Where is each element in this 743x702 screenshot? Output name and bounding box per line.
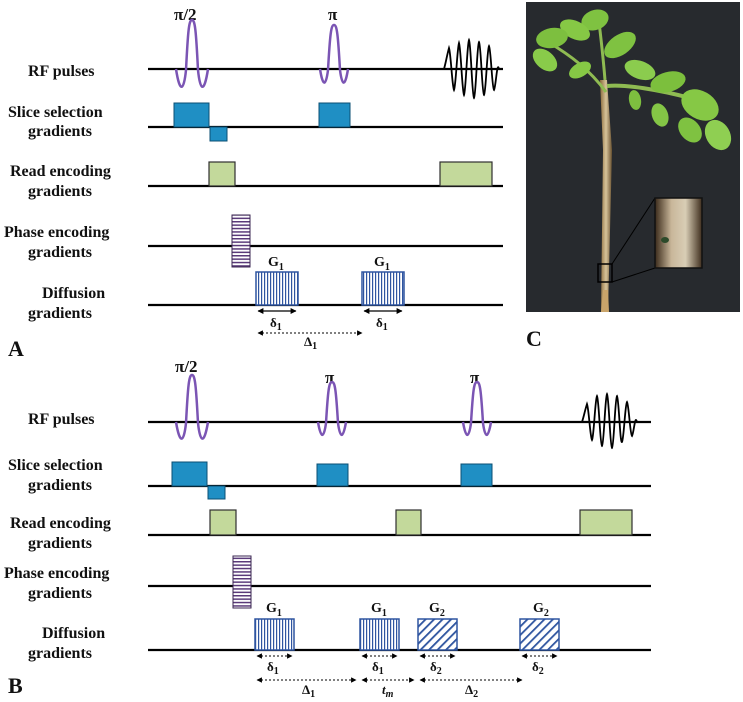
gradient-label-g1-a: G1 xyxy=(268,255,284,273)
b-big-delta2-label: Δ2 xyxy=(465,682,478,700)
b-echo-signal xyxy=(581,391,638,450)
b-slice-refocus-gradient xyxy=(207,485,226,500)
b-pulse-label-pi-1: π xyxy=(325,368,335,387)
diffusion-gradient-2 xyxy=(361,271,405,306)
b-slice-gradient-180-2 xyxy=(460,463,493,487)
read-prephase-gradient xyxy=(208,161,236,187)
b-diffusion-gradient-1 xyxy=(254,618,295,651)
zoom-marker xyxy=(597,263,613,283)
slice-gradient-90 xyxy=(173,102,210,128)
pulse-label-pi: π xyxy=(328,5,338,24)
b-gradient-label-g2-b: G2 xyxy=(533,601,549,619)
b-gradient-label-g2-a: G2 xyxy=(429,601,445,619)
row-label-phase-line2: gradients xyxy=(28,244,92,261)
row-label-slice-line1: Slice selection xyxy=(8,104,103,121)
b-delta1-label-b: δ1 xyxy=(372,659,384,677)
b-gradient-label-g1-a: G1 xyxy=(266,601,282,619)
b-gradient-label-g1-b: G1 xyxy=(371,601,387,619)
panel-letter-a: A xyxy=(8,336,24,361)
b-read-prephase-gradient xyxy=(209,509,237,536)
plant-stem xyxy=(600,80,612,312)
rf-pulse-180 xyxy=(318,23,350,84)
b-read-crusher-gradient xyxy=(395,509,422,536)
diffusion-gradient-1 xyxy=(255,271,299,306)
row-label-diffusion-line1: Diffusion xyxy=(42,285,105,302)
b-row-label-diffusion-line2: gradients xyxy=(28,645,92,662)
plant-photo xyxy=(526,2,740,312)
row-label-diffusion-line2: gradients xyxy=(28,305,92,322)
b-diffusion-gradient-3 xyxy=(417,618,458,651)
b-diffusion-gradient-2 xyxy=(359,618,400,651)
panel-a: RF pulses Slice selection gradients Read… xyxy=(4,5,503,361)
delta1-label-a: δ1 xyxy=(270,315,282,333)
b-rf-pulse-180-2 xyxy=(461,380,493,437)
b-diffusion-gradient-4 xyxy=(519,618,560,651)
read-gradient xyxy=(439,161,493,187)
b-pulse-label-pi-2: π xyxy=(470,368,480,387)
b-delta1-label-a: δ1 xyxy=(267,659,279,677)
b-pulse-label-pi-half: π/2 xyxy=(175,357,198,376)
delta1-label-b: δ1 xyxy=(376,315,388,333)
b-row-label-rf-pulses: RF pulses xyxy=(28,411,95,428)
b-row-label-read-line1: Read encoding xyxy=(10,515,111,532)
b-row-label-slice-line1: Slice selection xyxy=(8,457,103,474)
b-row-label-phase-line2: gradients xyxy=(28,585,92,602)
b-delta2-label-a: δ2 xyxy=(430,659,442,677)
rf-pulse-90 xyxy=(174,18,210,88)
b-rf-pulse-90 xyxy=(174,373,210,440)
b-delta2-label-b: δ2 xyxy=(532,659,544,677)
panel-letter-c: C xyxy=(526,326,542,351)
b-slice-gradient-180-1 xyxy=(316,463,349,487)
b-slice-gradient-90 xyxy=(171,461,208,487)
b-big-delta1-label: Δ1 xyxy=(302,682,315,700)
row-label-phase-line1: Phase encoding xyxy=(4,224,109,241)
b-row-label-read-line2: gradients xyxy=(28,535,92,552)
stem-inset xyxy=(654,197,703,269)
row-label-slice-line2: gradients xyxy=(28,123,92,140)
row-label-rf-pulses: RF pulses xyxy=(28,63,95,80)
row-label-read-line2: gradients xyxy=(28,183,92,200)
b-row-label-diffusion-line1: Diffusion xyxy=(42,625,105,642)
b-tm-label: tm xyxy=(382,682,394,700)
echo-signal xyxy=(443,37,500,100)
slice-refocus-gradient xyxy=(209,126,228,142)
big-delta1-label: Δ1 xyxy=(304,334,317,352)
phase-gradient xyxy=(231,214,251,268)
b-row-label-phase-line1: Phase encoding xyxy=(4,565,109,582)
panel-c: C xyxy=(526,2,740,351)
b-read-gradient xyxy=(579,509,633,536)
plant-leaves xyxy=(532,9,732,151)
b-row-label-slice-line2: gradients xyxy=(28,477,92,494)
panel-letter-b: B xyxy=(8,673,23,698)
b-rf-pulse-180-1 xyxy=(316,380,348,437)
slice-gradient-180 xyxy=(318,102,351,128)
panel-b: RF pulses Slice selection gradients Read… xyxy=(4,357,651,700)
b-phase-gradient xyxy=(232,555,252,609)
gradient-label-g1-b: G1 xyxy=(374,255,390,273)
row-label-read-line1: Read encoding xyxy=(10,163,111,180)
